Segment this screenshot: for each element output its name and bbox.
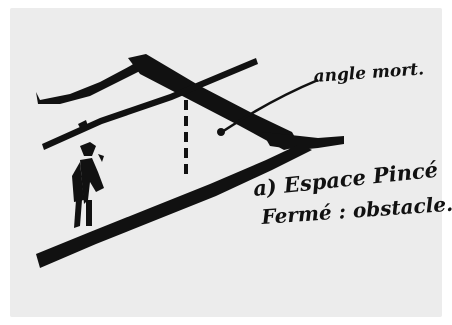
- wedge-tip-stroke: [262, 132, 344, 150]
- leader-line: [221, 78, 319, 134]
- descending-beam-stroke: [128, 54, 300, 150]
- ceiling-line-stroke: [42, 58, 258, 150]
- dashed-vertical-line: [184, 100, 188, 174]
- small-mark: [78, 120, 88, 128]
- standing-figure-icon: [72, 142, 104, 228]
- upper-roof-stroke: [36, 60, 146, 104]
- leader-dot: [217, 128, 225, 136]
- angle-label: angle mort.: [313, 59, 425, 87]
- floor-beam-stroke: [36, 144, 312, 268]
